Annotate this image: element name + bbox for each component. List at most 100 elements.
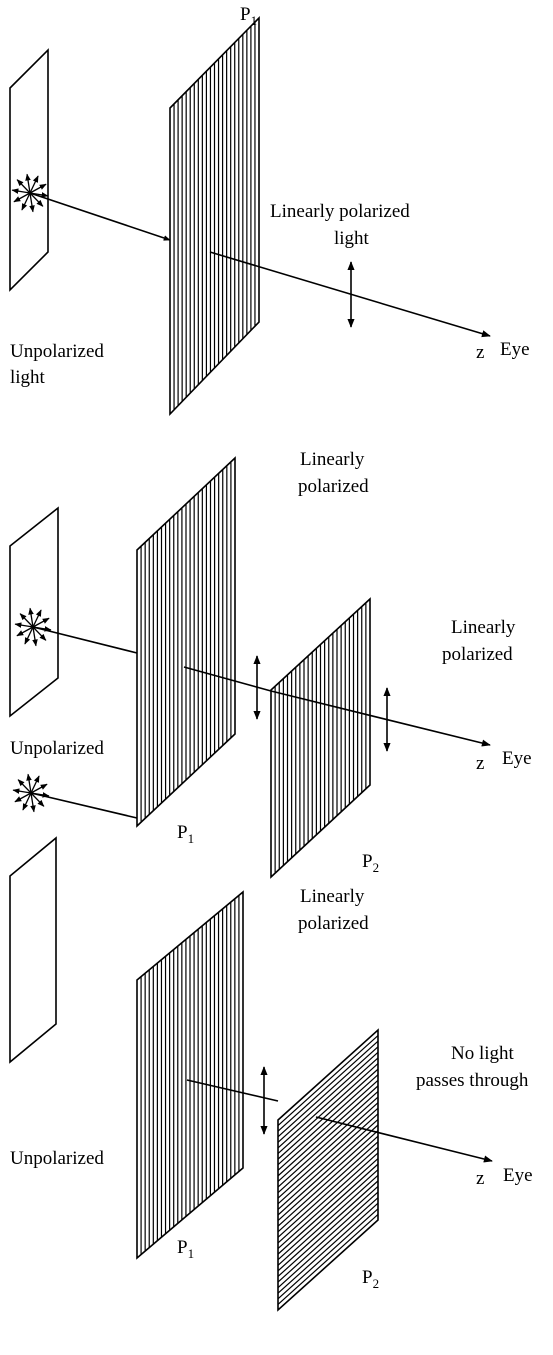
- horizontal-grating-line: [277, 1174, 379, 1266]
- linearly-polarized-label: Linearly polarized: [270, 201, 410, 222]
- horizontal-grating-line: [277, 1107, 379, 1199]
- horizontal-grating-line: [277, 1040, 379, 1132]
- horizontal-grating-line: [277, 1158, 379, 1249]
- horizontal-grating-line: [277, 1035, 379, 1127]
- linearly-label-right: Linearly: [451, 617, 516, 638]
- unpolarized-label: Unpolarized: [10, 738, 104, 759]
- random-polarization-arrow: [19, 613, 34, 628]
- p2-label: P2: [362, 851, 379, 875]
- random-polarization-arrow: [30, 792, 36, 813]
- polarizer-p1: [136, 456, 236, 828]
- eye-label: Eye: [502, 748, 532, 769]
- random-polarization-arrow: [29, 183, 47, 194]
- unpolarized-arrows: [14, 607, 52, 647]
- blocked-beam: [315, 1116, 493, 1163]
- horizontal-grating-line: [277, 1096, 379, 1188]
- random-polarization-arrow: [29, 192, 35, 213]
- random-polarization-arrow: [17, 779, 32, 794]
- source-plane: [9, 48, 49, 292]
- horizontal-grating-line: [277, 1051, 379, 1143]
- horizontal-grating-line: [277, 1091, 379, 1182]
- incident-beam: [30, 792, 138, 819]
- random-polarization-arrow: [29, 192, 44, 207]
- horizontal-grating-line: [277, 1063, 379, 1154]
- random-polarization-arrow: [32, 626, 47, 641]
- horizontal-grating-line: [277, 1197, 379, 1289]
- z-axis-label: z: [476, 1168, 484, 1189]
- p1-label: P1: [177, 822, 194, 846]
- polarized-label-right: polarized: [442, 644, 513, 665]
- random-polarization-arrow: [26, 773, 32, 794]
- polarizer-p1: [136, 890, 244, 1260]
- linearly-label-top: Linearly: [300, 886, 365, 907]
- polarized-label-top: polarized: [298, 913, 369, 934]
- horizontal-grating-line: [277, 1163, 379, 1255]
- polarized-label-top: polarized: [298, 476, 369, 497]
- random-polarization-arrow: [30, 775, 40, 794]
- random-polarization-arrow: [30, 783, 48, 794]
- random-polarization-arrow: [32, 626, 38, 647]
- horizontal-grating-line: [277, 1146, 379, 1238]
- unpolarized-arrows: [11, 173, 49, 213]
- unpolarized-label: Unpolarized: [10, 341, 104, 362]
- eye-label: Eye: [503, 1165, 533, 1186]
- p1-label: P1: [240, 4, 257, 28]
- random-polarization-arrow: [16, 179, 31, 194]
- unpolarized-label: Unpolarized: [10, 1148, 104, 1169]
- random-polarization-arrow: [14, 792, 32, 803]
- horizontal-grating-line: [277, 1180, 379, 1272]
- random-polarization-arrow: [24, 626, 34, 645]
- horizontal-grating-line: [277, 1124, 379, 1216]
- horizontal-grating-line: [277, 1135, 379, 1227]
- horizontal-grating-line: [277, 1191, 379, 1283]
- passes-through-label: passes through: [416, 1070, 529, 1091]
- no-light-label: No light: [451, 1043, 515, 1064]
- light-label: light: [334, 228, 370, 249]
- random-polarization-arrow: [29, 175, 39, 194]
- z-axis-label: z: [476, 753, 484, 774]
- incident-beam: [32, 626, 138, 654]
- random-polarization-arrow: [32, 617, 50, 628]
- random-polarization-arrow: [11, 188, 31, 194]
- p1-label: P1: [177, 1237, 194, 1261]
- unpolarized-arrows: [12, 773, 50, 813]
- horizontal-grating-line: [277, 1079, 379, 1171]
- horizontal-grating-line: [277, 1118, 379, 1210]
- polarizer-p2-crossed: [277, 1028, 379, 1312]
- horizontal-grating-line: [277, 1068, 379, 1160]
- linearly-label-top: Linearly: [300, 449, 365, 470]
- panel-1: P1 Linearly polarized light Unpolarized …: [9, 4, 530, 416]
- random-polarization-arrow: [22, 792, 32, 811]
- random-polarization-arrow: [12, 788, 32, 794]
- source-plane: [9, 836, 57, 1064]
- horizontal-grating-line: [277, 1085, 379, 1177]
- polarizer-p1: [169, 16, 260, 416]
- horizontal-grating-line: [277, 1213, 379, 1305]
- p2-label: P2: [362, 1267, 379, 1291]
- light-label-source: light: [10, 367, 46, 388]
- random-polarization-arrow: [25, 173, 31, 194]
- random-polarization-arrow: [30, 792, 45, 807]
- random-polarization-arrow: [21, 192, 31, 211]
- horizontal-grating-line: [277, 1208, 379, 1300]
- panel-3: Linearly polarized No light passes throu…: [9, 773, 533, 1312]
- eye-label: Eye: [500, 339, 530, 360]
- horizontal-grating-line: [277, 1057, 379, 1149]
- horizontal-grating-line: [277, 1130, 379, 1222]
- random-polarization-arrow: [32, 609, 42, 628]
- horizontal-grating-line: [277, 1102, 379, 1194]
- horizontal-grating-line: [277, 1202, 379, 1294]
- random-polarization-arrow: [28, 607, 34, 628]
- horizontal-grating-line: [277, 1152, 379, 1244]
- random-polarization-arrow: [13, 192, 31, 203]
- horizontal-grating-line: [277, 1046, 379, 1138]
- incident-beam: [29, 192, 171, 241]
- polarizer-p2: [270, 597, 371, 879]
- random-polarization-arrow: [16, 626, 34, 637]
- horizontal-grating-line: [277, 1141, 379, 1233]
- source-plane: [9, 506, 59, 718]
- horizontal-grating-line: [277, 1186, 379, 1277]
- transmitted-beam: [270, 690, 491, 747]
